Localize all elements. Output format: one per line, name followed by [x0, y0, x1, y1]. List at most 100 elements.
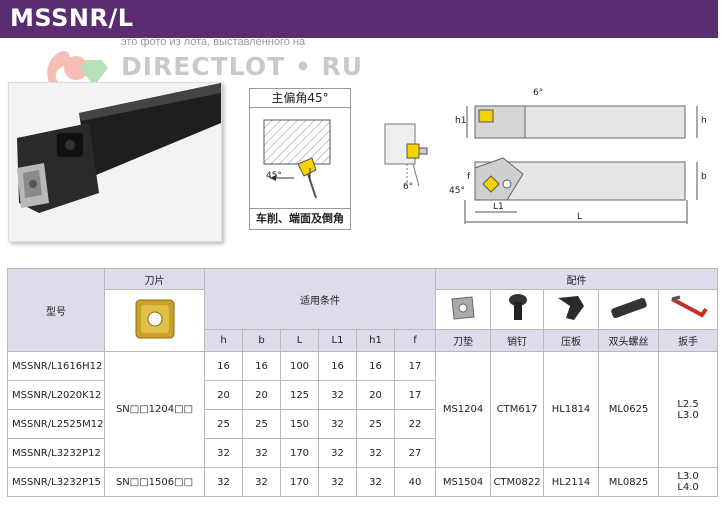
dimension-drawing: 6° h1 h f b 45° L1 L: [445, 88, 715, 228]
angle-label: 45°: [266, 171, 282, 181]
table-row: MSSNR/L1616H12 SN□□1204□□ 16 16 100 16 1…: [7, 351, 719, 468]
L1-label: L1: [493, 202, 504, 212]
parts-header-clamp: 压板: [543, 329, 600, 352]
model-cell: MSSNR/L2020K12: [7, 380, 105, 410]
subheader-h: h: [204, 329, 243, 352]
table-row: MSSNR/L2020K12 20 20 125 32 20 17: [7, 380, 718, 410]
model-cell: MSSNR/L2525M12: [7, 409, 105, 439]
shim-code-cell: MS1204: [435, 351, 492, 468]
value-cell: 27: [393, 438, 437, 468]
workpiece-drawing: [263, 119, 331, 199]
value-cell: 16: [204, 351, 243, 381]
value-cell: 25: [204, 409, 243, 439]
value-cell: 100: [280, 351, 319, 381]
value-cell: 17: [393, 380, 437, 410]
value-cell: 32: [356, 467, 395, 497]
value-cell: 25: [242, 409, 281, 439]
pin-code-cell: CTM617: [490, 351, 545, 468]
diagram-caption: 主偏角45°: [250, 89, 350, 108]
pin-code-cell: CTM0822: [490, 467, 545, 497]
screw-code-cell: ML0825: [598, 467, 660, 497]
screw-icon-cell: [598, 289, 660, 330]
clamp-icon: [558, 296, 585, 320]
parts-header-screw: 双头螺丝: [598, 329, 660, 352]
h-label: h: [701, 116, 707, 126]
pin-icon: [509, 294, 528, 320]
value-cell: 20: [204, 380, 243, 410]
header-model: 型号: [7, 268, 105, 352]
header-conditions: 适用条件: [203, 268, 437, 330]
insert-icon: [135, 299, 174, 339]
screw-code-cell: ML0625: [598, 351, 660, 468]
subheader-b: b: [242, 329, 281, 352]
insert-code-cell: SN□□1506□□: [104, 467, 205, 497]
insert-image-cell: [104, 289, 205, 352]
value-cell: 32: [204, 438, 243, 468]
value-cell: 32: [242, 467, 281, 497]
subheader-L1: L1: [318, 329, 357, 352]
value-cell: 16: [318, 351, 357, 381]
value-cell: 32: [318, 409, 357, 439]
shim-icon: [451, 296, 475, 320]
subheader-L: L: [280, 329, 319, 352]
value-cell: 170: [280, 467, 319, 497]
watermark-squirrel-logo: [47, 50, 108, 88]
value-cell: 16: [356, 351, 395, 381]
model-cell: MSSNR/L1616H12: [7, 351, 105, 381]
screw-icon: [610, 297, 647, 319]
header-bar: MSSNR/L: [0, 0, 718, 38]
clamp-code-cell: HL1814: [543, 351, 600, 468]
value-cell: 40: [393, 467, 437, 497]
wrench-icon-cell: [658, 289, 719, 330]
value-cell: 17: [393, 351, 437, 381]
insert-code-cell: SN□□1204□□: [104, 351, 205, 468]
watermark-caption: это фото из лота, выставленного на: [121, 36, 306, 48]
subheader-f: f: [393, 329, 437, 352]
shim-code-cell: MS1504: [435, 467, 492, 497]
wrench-code-cell: L3.0 L4.0: [658, 467, 719, 497]
shim-icon-cell: [435, 289, 492, 330]
value-cell: 22: [393, 409, 437, 439]
wrench-icon: [671, 295, 708, 318]
value-cell: 20: [356, 380, 395, 410]
page-title: MSSNR/L: [10, 4, 134, 32]
tool-photo: [8, 82, 222, 242]
top-angle-label: 6°: [533, 88, 544, 98]
header-insert: 刀片: [104, 268, 205, 290]
watermark-logo: DIRECTLOT • RU: [121, 52, 364, 81]
parts-header-shim: 刀垫: [435, 329, 492, 352]
value-cell: 32: [356, 438, 395, 468]
side-angle-label: 6°: [403, 182, 414, 192]
value-cell: 170: [280, 438, 319, 468]
table-row: MSSNR/L2525M12 25 25 150 32 25 22: [7, 409, 718, 439]
table-row: MSSNR/L3232P15 SN□□1506□□ 32 32 170 32 3…: [7, 467, 719, 497]
wrench-code-cell: L2.5 L3.0: [658, 351, 719, 468]
header-parts: 配件: [435, 268, 719, 290]
value-cell: 32: [318, 467, 357, 497]
f-label: f: [467, 172, 471, 182]
value-cell: 32: [242, 438, 281, 468]
model-cell: MSSNR/L3232P12: [7, 438, 105, 468]
clamp-code-cell: HL2114: [543, 467, 600, 497]
subheader-h1: h1: [356, 329, 395, 352]
model-cell: MSSNR/L3232P15: [7, 467, 105, 497]
parts-header-pin: 销钉: [490, 329, 545, 352]
parts-header-wrench: 扳手: [658, 329, 719, 352]
spec-table: 型号 刀片 适用条件 配件: [7, 268, 719, 497]
diagram-footer: 车削、端面及倒角: [250, 208, 350, 229]
value-cell: 20: [242, 380, 281, 410]
tool-holder-image: [17, 83, 221, 213]
value-cell: 32: [318, 438, 357, 468]
value-cell: 125: [280, 380, 319, 410]
clamp-icon-cell: [543, 289, 600, 330]
L-label: L: [577, 212, 583, 222]
value-cell: 25: [356, 409, 395, 439]
value-cell: 32: [318, 380, 357, 410]
value-cell: 16: [242, 351, 281, 381]
value-cell: 32: [204, 467, 243, 497]
b-label: b: [701, 172, 707, 182]
pin-icon-cell: [490, 289, 545, 330]
side-view-diagram: 6°: [383, 120, 431, 200]
value-cell: 150: [280, 409, 319, 439]
h1-label: h1: [455, 116, 467, 126]
